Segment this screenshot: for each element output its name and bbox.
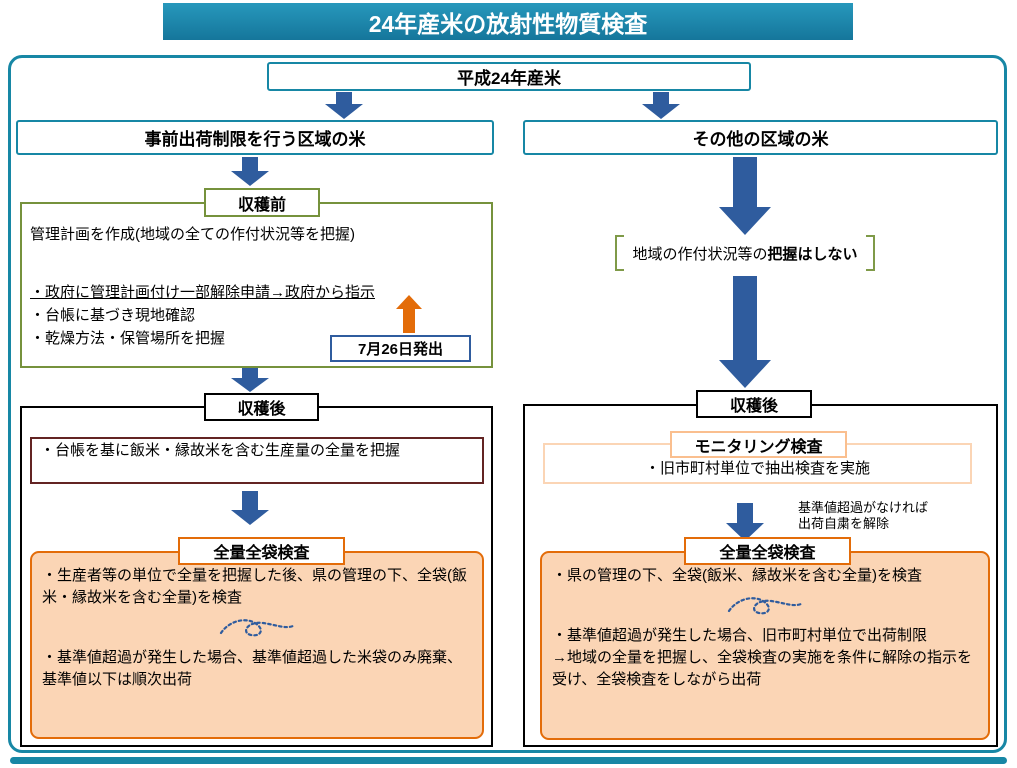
diagram-frame [8, 55, 1007, 753]
down-arrow-icon [231, 368, 269, 392]
inspection-item: ・県の管理の下、全袋(飯米、縁故米を含む全量)を検査 [552, 567, 922, 584]
release-note-line2: 出荷自粛を解除 [798, 516, 890, 531]
down-arrow-icon [719, 276, 771, 388]
down-arrow-icon [231, 491, 269, 525]
pre-harvest-label: 収穫前 [204, 188, 320, 217]
plan-item: ・乾燥方法・保管場所を把握 [30, 330, 226, 347]
release-note: 基準値超過がなければ 出荷自粛を解除 [798, 500, 998, 532]
no-survey-note: 地域の作付状況等の把握はしない [545, 233, 945, 273]
up-arrow-icon [396, 295, 422, 333]
plan-item-underlined: ・政府に管理計画付け一部解除申請→政府から指示 [30, 284, 376, 301]
no-survey-text-normal: 地域の作付状況等の [632, 245, 768, 263]
right-column-header: その他の区域の米 [523, 120, 998, 155]
page-title: 24年産米の放射性物質検査 [163, 3, 853, 40]
full-bag-inspection-label-right: 全量全袋検査 [684, 537, 851, 565]
no-survey-text-bold: 把握はしない [767, 245, 858, 263]
squiggle-icon [219, 619, 295, 637]
down-arrow-icon [325, 92, 363, 119]
monitoring-box: ・旧市町村単位で抽出検査を実施 [543, 443, 972, 484]
inspection-item: ・生産者等の単位で全量を把握した後、県の管理の下、全袋(飯米・縁故米を含む全量)… [42, 567, 467, 606]
full-bag-inspection-box-left: ・生産者等の単位で全量を把握した後、県の管理の下、全袋(飯米・縁故米を含む全量)… [30, 551, 484, 739]
page-title-text: 24年産米の放射性物質検査 [368, 10, 648, 37]
plan-item: ・台帳に基づき現地確認 [30, 307, 196, 324]
left-bracket-icon [615, 235, 625, 271]
no-survey-text: 地域の作付状況等の把握はしない [632, 243, 857, 264]
inspection-item: ・基準値超過が発生した場合、基準値超過した米袋のみ廃棄、基準値以下は順次出荷 [42, 649, 463, 688]
bottom-accent-bar [10, 757, 1007, 764]
post-harvest-label-left: 収穫後 [204, 393, 319, 421]
right-bracket-icon [865, 235, 875, 271]
full-bag-inspection-label-left: 全量全袋検査 [178, 537, 345, 565]
down-arrow-icon [642, 92, 680, 119]
inspection-item: →地域の全量を把握し、全袋検査の実施を条件に解除の指示を受け、全袋検査をしながら… [552, 649, 973, 688]
release-note-line1: 基準値超過がなければ [798, 500, 929, 515]
plan-heading: 管理計画を作成(地域の全ての作付状況等を把握) [30, 226, 355, 243]
down-arrow-icon [726, 503, 764, 541]
monitoring-item: ・旧市町村単位で抽出検査を実施 [644, 460, 870, 477]
monitoring-label: モニタリング検査 [670, 431, 847, 458]
squiggle-icon [727, 597, 803, 615]
down-arrow-icon [719, 157, 771, 235]
post-harvest-label-right: 収穫後 [696, 390, 812, 418]
down-arrow-icon [231, 157, 269, 186]
full-bag-inspection-box-right: ・県の管理の下、全袋(飯米、縁故米を含む全量)を検査 ・基準値超過が発生した場合… [540, 551, 990, 740]
date-issued-badge: 7月26日発出 [330, 335, 471, 362]
root-node: 平成24年産米 [267, 62, 751, 91]
left-column-header: 事前出荷制限を行う区域の米 [16, 120, 494, 155]
ledger-note-box: ・台帳を基に飯米・縁故米を含む生産量の全量を把握 [30, 437, 484, 484]
inspection-item: ・基準値超過が発生した場合、旧市町村単位で出荷制限 [552, 627, 928, 644]
